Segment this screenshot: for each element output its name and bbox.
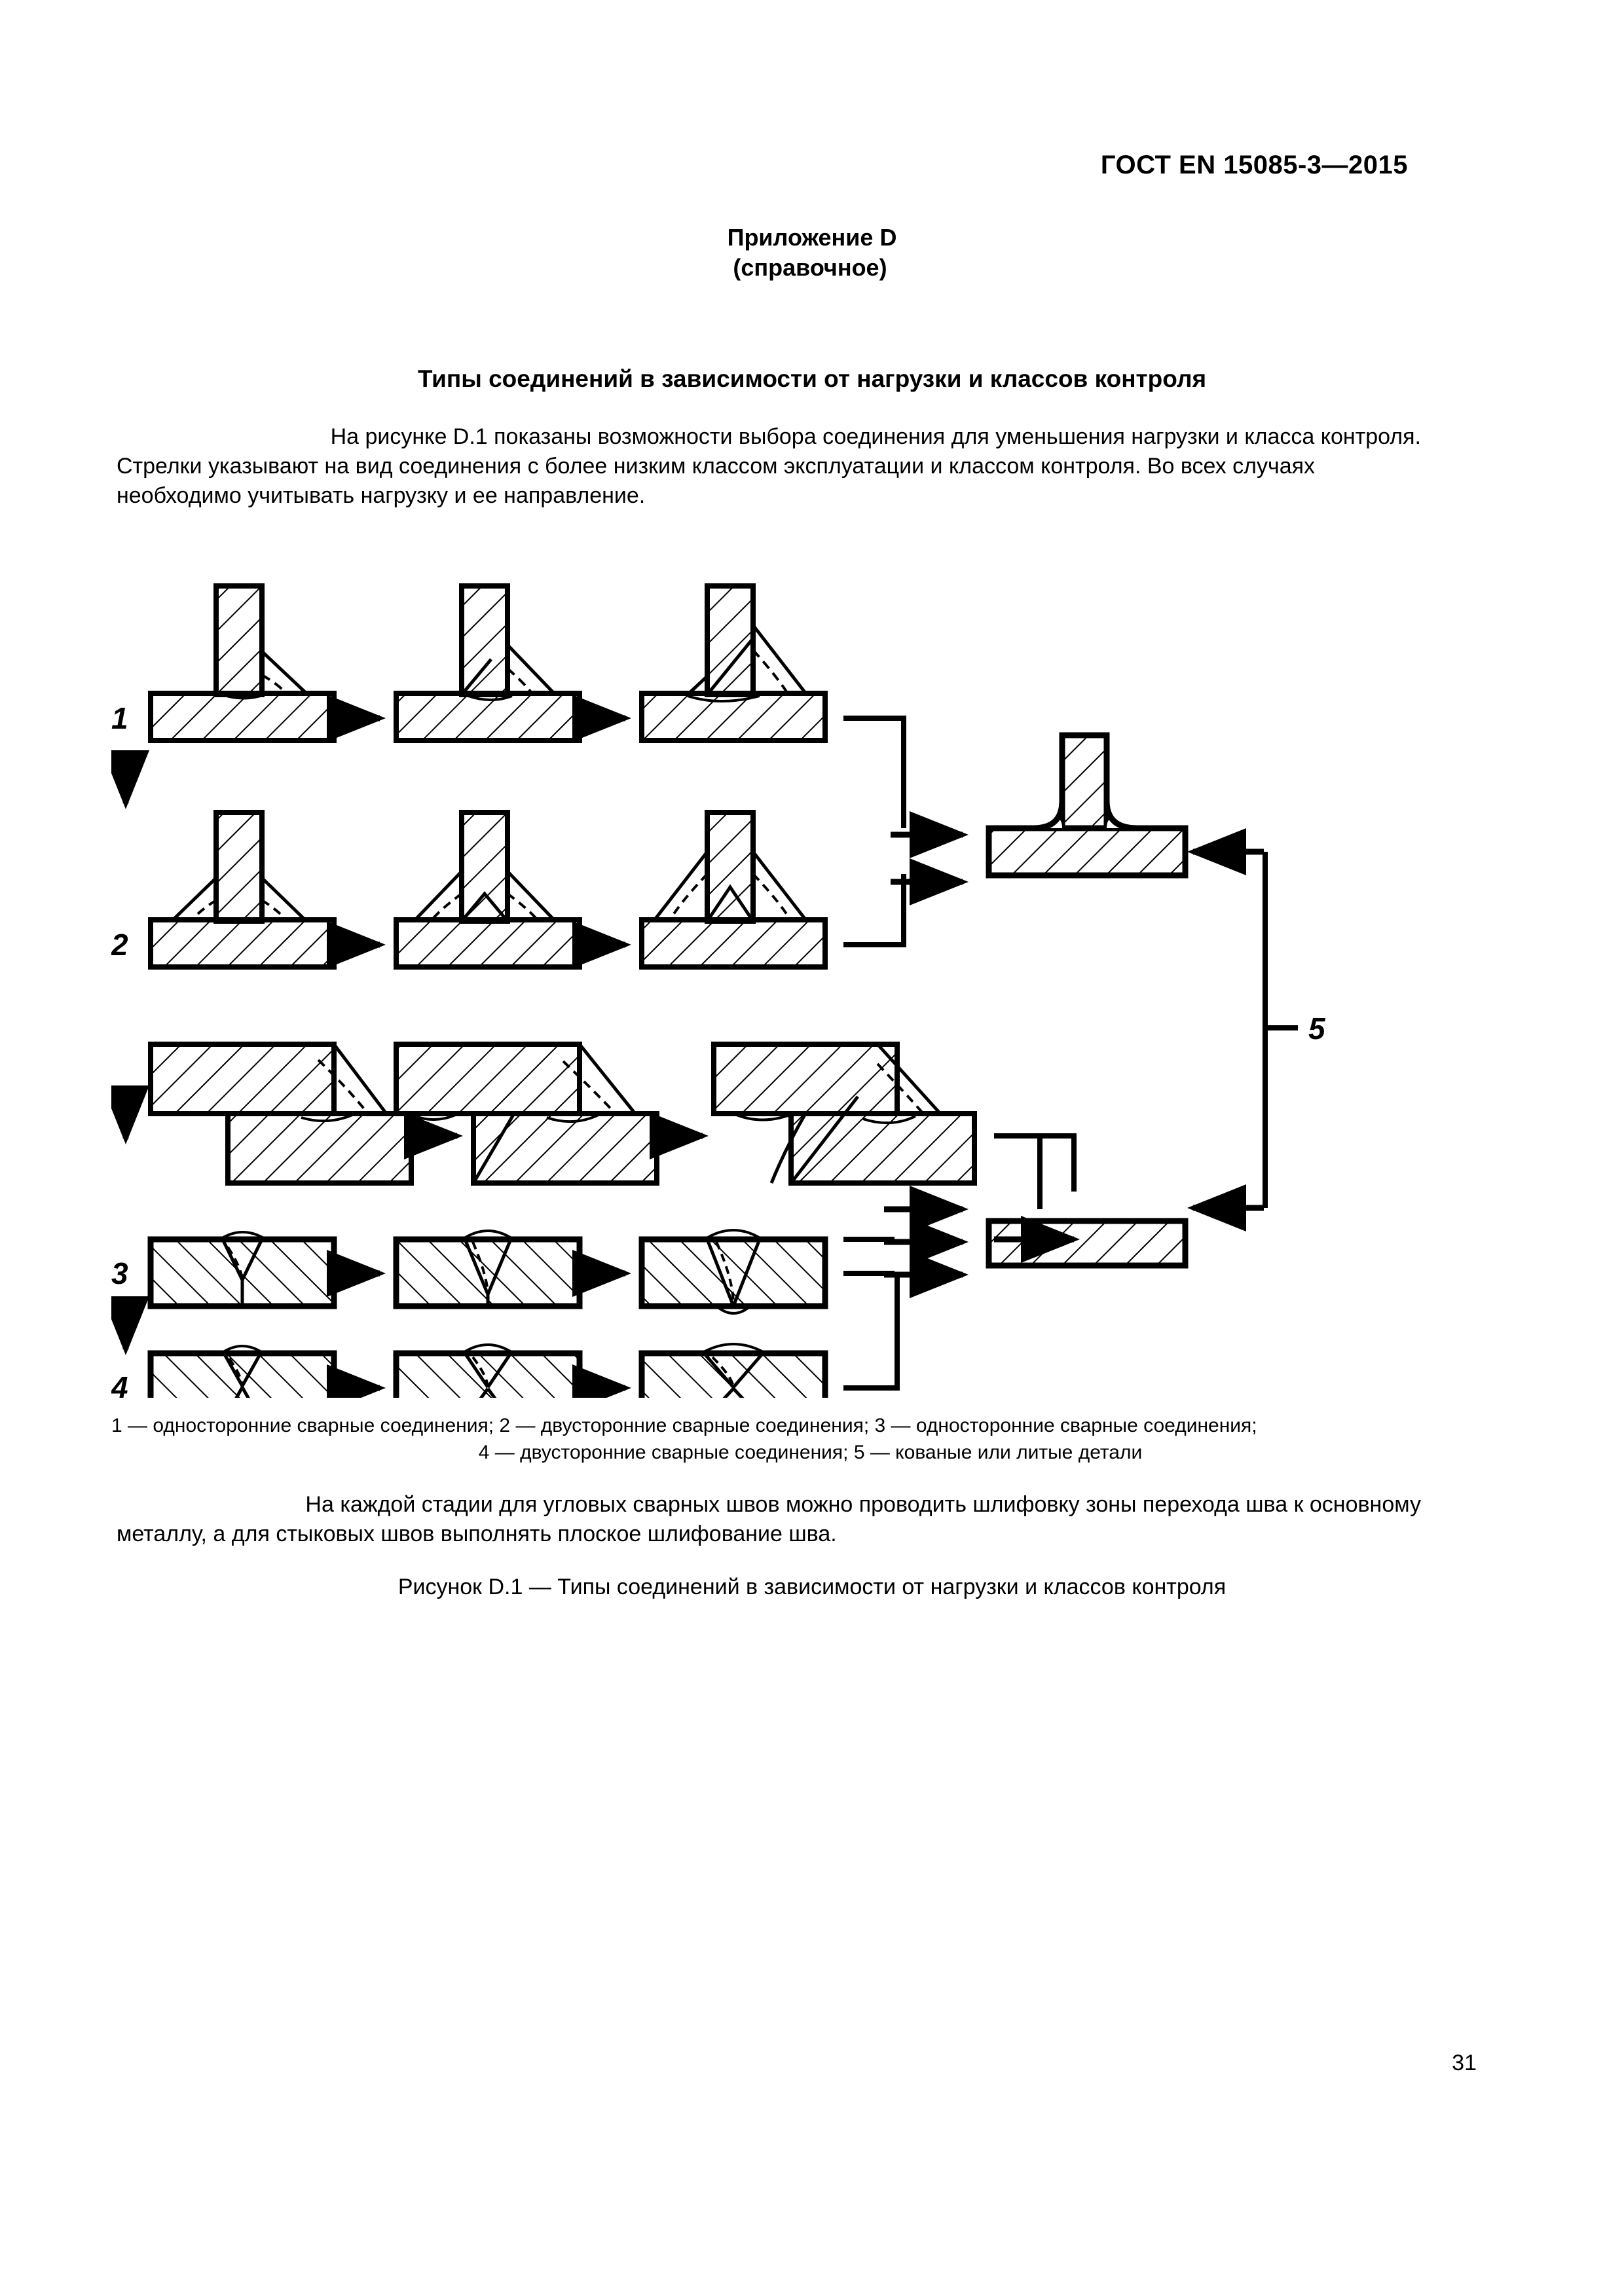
figure-d1: 1 2 3 4 5 [111, 547, 1486, 1398]
annex-title: Приложение D [727, 224, 897, 251]
joint-row2-stage3 [639, 810, 828, 970]
annex-heading: Приложение D (справочное) [0, 223, 1624, 283]
joint-row2-stage2 [394, 810, 582, 970]
joint-row3-stage1 [147, 1231, 337, 1309]
annex-subtitle: (справочное) [733, 254, 887, 282]
figure-legend-line-2: 4 — двусторонние сварные соединения; 5 —… [478, 1441, 1143, 1463]
after-line-1-text: На каждой стадии для угловых сварных шво… [305, 1492, 1421, 1517]
joint-row4-stage3 [638, 1343, 828, 1398]
section-title: Типы соединений в зависимости от нагрузк… [417, 365, 1207, 392]
figure-caption: Рисунок D.1 — Типы соединений в зависимо… [397, 1575, 1227, 1599]
intro-line-3: необходимо учитывать нагрузку и ее напра… [117, 483, 646, 509]
page-number: 31 [1452, 2050, 1477, 2075]
figure-d1-drawing: 1 2 3 4 5 [111, 583, 1326, 1398]
joint-row3-stage3 [638, 1229, 828, 1315]
after-figure-paragraph: На каждой стадии для угловых сварных шво… [117, 1490, 1421, 1549]
figure-row-label-3: 3 [111, 1256, 128, 1290]
standard-header: ГОСТ EN 15085-3—2015 [1100, 151, 1408, 179]
figure-row-label-4: 4 [111, 1370, 128, 1398]
joint-row1-stage1 [148, 583, 337, 743]
figure-row-label-2: 2 [111, 928, 128, 962]
forged-cast-t-part [986, 732, 1189, 879]
intro-line-2: Стрелки указывают на вид соединения с бо… [117, 454, 1316, 479]
joint-row1-stage2 [394, 583, 582, 743]
joint-row4-stage1 [147, 1345, 337, 1398]
joint-row4-stage2 [393, 1343, 583, 1398]
joint-lap-stage2 [394, 1042, 659, 1186]
intro-paragraph: На рисунке D.1 показаны возможности выбо… [117, 422, 1421, 511]
figure-row-label-1: 1 [111, 701, 128, 735]
joint-lap-stage3 [711, 1042, 977, 1186]
joint-lap-stage1 [148, 1042, 414, 1186]
intro-line-1: На рисунке D.1 показаны возможности выбо… [117, 422, 1421, 452]
joint-row1-stage3 [639, 583, 828, 743]
after-line-2: металлу, а для стыковых швов выполнять п… [117, 1522, 837, 1547]
figure-legend-line-1: 1 — односторонние сварные соединения; 2 … [111, 1415, 1257, 1436]
after-line-1: На каждой стадии для угловых сварных шво… [117, 1490, 1421, 1520]
figure-group-label-5: 5 [1308, 1011, 1326, 1046]
figure-legend: 1 — односторонние сварные соединения; 2 … [111, 1413, 1509, 1466]
intro-line-1-text: На рисунке D.1 показаны возможности выбо… [330, 424, 1421, 449]
joint-row2-stage1 [148, 810, 337, 970]
joint-row3-stage2 [393, 1230, 583, 1309]
forged-cast-flat-part [986, 1218, 1189, 1269]
